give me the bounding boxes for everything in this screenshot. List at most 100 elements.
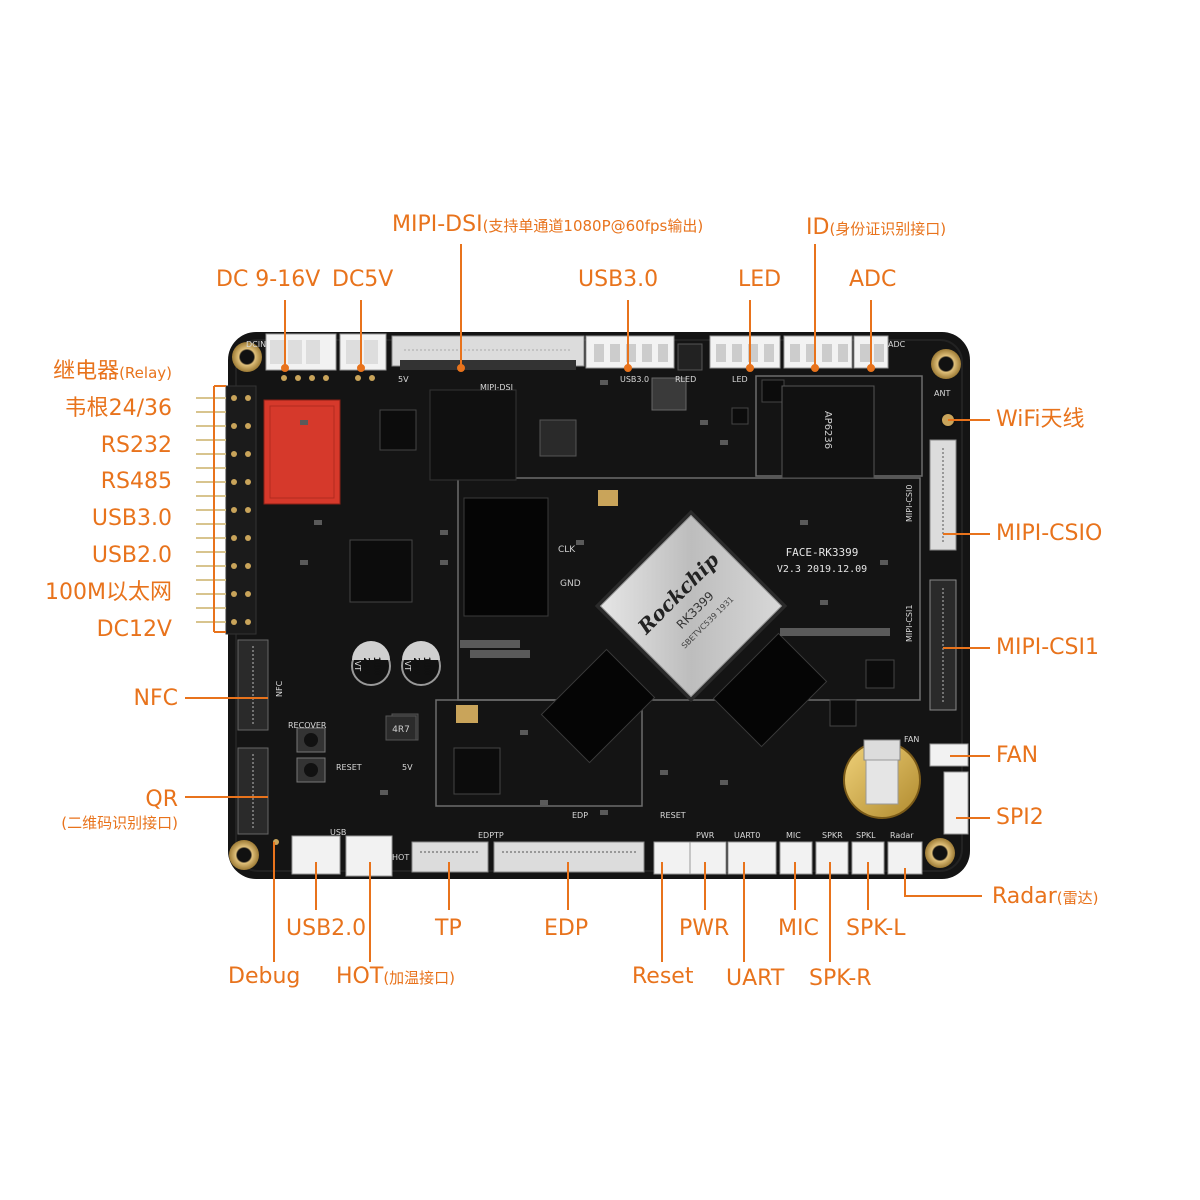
mounting-hole — [925, 838, 955, 868]
label-reset: Reset — [632, 964, 694, 989]
silk-5v-b: 5V — [402, 763, 413, 772]
label-hot-text: HOT — [336, 964, 384, 989]
silk-usb30: USB3.0 — [620, 375, 649, 384]
mounting-hole — [229, 840, 259, 870]
label-led: LED — [738, 267, 782, 292]
reset-connector — [653, 841, 691, 875]
board-model: FACE-RK3399 — [786, 546, 859, 559]
label-radar-note: (雷达) — [1056, 889, 1099, 907]
label-radar-text: Radar — [992, 884, 1057, 909]
mipi-csi0-connector — [929, 439, 957, 551]
label-dc-9-16v: DC 9-16V — [216, 267, 321, 292]
label-adc: ADC — [849, 267, 897, 292]
label-debug: Debug — [228, 964, 301, 989]
label-rs485: RS485 — [100, 469, 172, 494]
mounting-hole — [232, 342, 262, 372]
relay — [263, 399, 341, 505]
silk-adc: ADC — [888, 340, 906, 349]
inductor-label: 4R7 — [392, 725, 410, 735]
silk-mic: MIC — [786, 831, 801, 840]
label-mipi-csi1: MIPI-CSI1 — [996, 635, 1099, 660]
label-ethernet: 100M以太网 — [45, 580, 172, 605]
label-id-note: (身份证识别接口) — [829, 220, 947, 238]
label-spk-r: SPK-R — [809, 966, 872, 991]
label-radar: Radar(雷达) — [992, 886, 1099, 908]
silk-usb: USB — [330, 828, 346, 837]
usb20-bottom-connector — [291, 835, 341, 875]
label-edp: EDP — [544, 916, 589, 941]
cap-voltage: 25V — [412, 657, 421, 675]
silk-edp: EDP — [572, 811, 588, 820]
board-version: V2.3 2019.12.09 — [777, 564, 867, 575]
label-pwr: PWR — [679, 916, 730, 941]
mounting-hole — [931, 349, 961, 379]
silk-reset: RESET — [660, 811, 686, 820]
spi2-connector — [943, 771, 969, 835]
label-relay: 继电器(Relay) — [53, 361, 172, 383]
wifi-module — [781, 385, 875, 479]
silk-ant: ANT — [934, 389, 950, 398]
ram-chip-right — [712, 632, 828, 748]
silk-uart0: UART0 — [734, 831, 760, 840]
label-fan: FAN — [996, 743, 1039, 768]
emmc-chip — [463, 497, 549, 617]
silk-reset-btn: RESET — [336, 763, 362, 772]
label-qr-note: (二维码识别接口) — [61, 814, 178, 832]
silk-pwr: PWR — [696, 831, 715, 840]
nfc-connector — [237, 639, 269, 731]
label-relay-note: (Relay) — [119, 364, 172, 382]
pin-header — [196, 385, 257, 635]
pwr-connector — [689, 841, 727, 875]
label-hot-note: (加温接口) — [383, 969, 456, 987]
ethernet-ic — [349, 539, 413, 603]
label-mipi-dsi-note: (支持单通道1080P@60fps输出) — [482, 217, 704, 235]
label-uart: UART — [726, 966, 785, 991]
cap-voltage: 25V — [362, 657, 371, 675]
silk-edptp: EDPTP — [478, 831, 504, 840]
label-mic: MIC — [778, 916, 819, 941]
silk-nfc: NFC — [275, 680, 284, 697]
cap-type: VT — [403, 661, 412, 671]
label-tp: TP — [435, 916, 462, 941]
rk3399-soc — [594, 509, 788, 703]
ram-chip-left — [540, 648, 656, 764]
label-rs232: RS232 — [100, 433, 172, 458]
label-dc12v: DC12V — [96, 617, 172, 642]
silk-hot: HOT — [392, 853, 409, 862]
label-relay-text: 继电器 — [53, 359, 120, 384]
silk-recover: RECOVER — [288, 721, 327, 730]
silk-dcin: DCIN — [246, 340, 266, 349]
label-mipi-csi0: MIPI-CSIO — [996, 521, 1103, 546]
spk-r-connector — [815, 841, 849, 875]
label-wifi: WiFi天线 — [996, 407, 1085, 432]
cap-type: VT — [353, 661, 362, 671]
silk-rled: RLED — [675, 375, 696, 384]
silk-spkl: SPKL — [856, 831, 876, 840]
silk-csi1: MIPI-CSI1 — [905, 605, 914, 642]
silk-led: LED — [732, 375, 748, 384]
label-nfc: NFC — [133, 686, 178, 711]
silk-5v: 5V — [398, 375, 409, 384]
silk-csi0: MIPI-CSI0 — [905, 485, 914, 522]
label-hot: HOT(加温接口) — [336, 966, 455, 988]
label-dc5v: DC5V — [332, 267, 394, 292]
label-mipi-dsi-text: MIPI-DSI — [392, 212, 483, 237]
silk-mipi-dsi: MIPI-DSI — [480, 383, 513, 392]
label-wiegand: 韦根24/36 — [64, 396, 172, 421]
label-usb30-left: USB3.0 — [91, 506, 172, 531]
silk-clk: CLK — [558, 545, 576, 555]
label-usb30-top: USB3.0 — [578, 267, 659, 292]
silk-fan: FAN — [904, 735, 919, 744]
leader-lines — [185, 244, 990, 962]
uart-connector — [727, 841, 777, 875]
cap-value: 100 — [421, 657, 431, 676]
silk-radar: Radar — [890, 831, 914, 840]
wifi-module-text: AP6236 — [822, 411, 833, 449]
label-spk-l: SPK-L — [846, 916, 906, 941]
label-usb20-bottom: USB2.0 — [286, 916, 367, 941]
cap-value: 100 — [371, 657, 381, 676]
label-id: ID(身份证识别接口) — [806, 217, 946, 239]
label-mipi-dsi: MIPI-DSI(支持单通道1080P@60fps输出) — [392, 214, 703, 236]
